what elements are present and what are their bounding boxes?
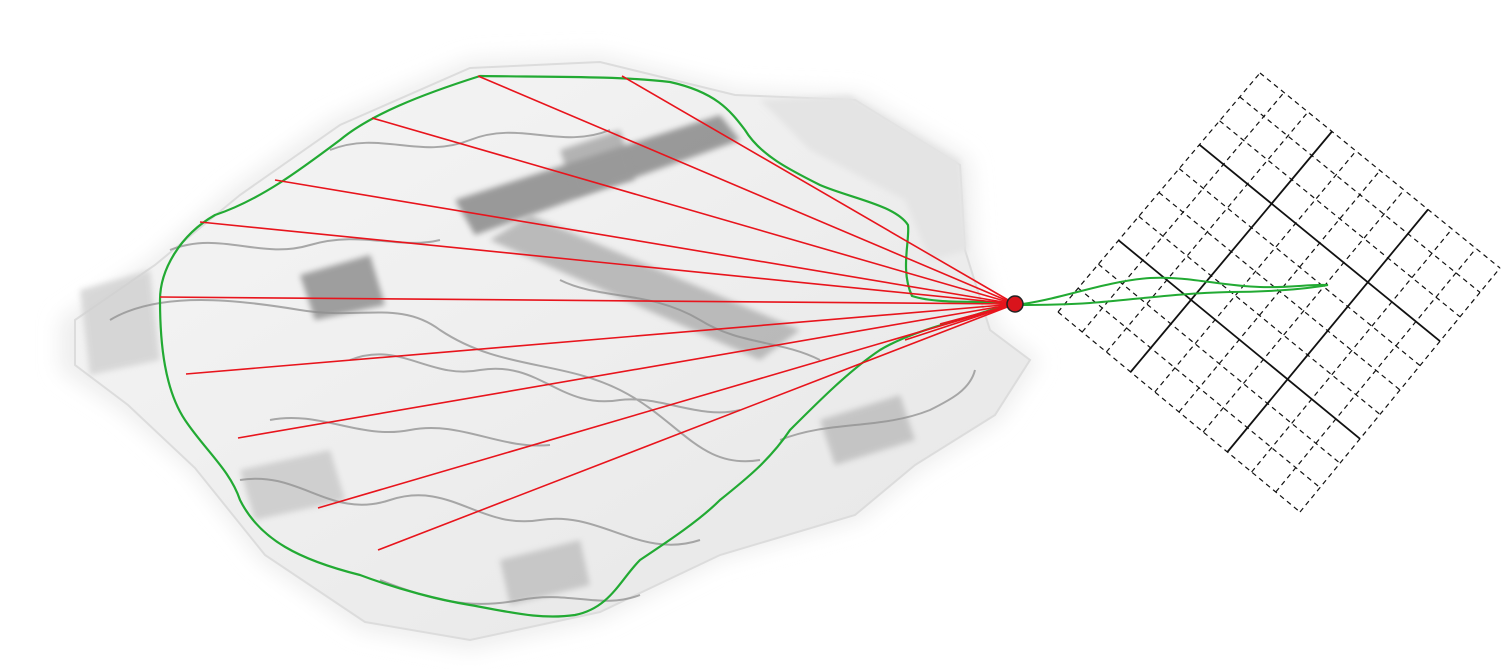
map-scan-line — [239, 477, 701, 546]
map-scan-line — [329, 129, 611, 151]
grid-line-b — [1259, 72, 1501, 269]
ray-line — [159, 296, 1016, 305]
map-corridor-dark-2 — [490, 215, 800, 360]
map-block-bottom — [500, 540, 590, 605]
trajectory-tail — [1014, 276, 1329, 306]
ray-line — [185, 303, 1016, 375]
grid-line-b — [1219, 120, 1461, 318]
map-block-left-edge — [80, 270, 160, 375]
grid-line-a — [1275, 248, 1477, 493]
ray-line — [371, 117, 1016, 305]
ray-line — [621, 75, 1016, 305]
map-scan-line — [559, 279, 821, 361]
ray-line — [904, 303, 1016, 341]
map-scan-line — [779, 369, 976, 441]
grid-line-b — [1138, 215, 1381, 415]
grid-line-a — [1202, 189, 1405, 433]
grid-lattice — [1057, 72, 1501, 513]
trajectory-boundary — [158, 74, 1014, 618]
origin-marker-icon — [1006, 295, 1024, 313]
grid-line-b — [1178, 168, 1421, 367]
map-wall-right — [760, 95, 968, 260]
grid-line-b — [1198, 144, 1441, 342]
ray-line — [939, 303, 1016, 325]
grid-line-a — [1299, 267, 1501, 513]
map-block-center — [560, 130, 635, 195]
grid-line-a — [1154, 150, 1357, 393]
ray-line — [237, 303, 1016, 439]
map-block-lower — [820, 395, 915, 465]
ray-fan — [159, 75, 1016, 551]
floor-plan-map — [60, 55, 1040, 650]
map-block-left — [300, 255, 385, 320]
map-scan-line — [109, 299, 761, 463]
map-scan-line — [269, 416, 551, 447]
ray-line — [477, 75, 1016, 305]
grid-line-a — [1226, 208, 1429, 453]
grid-line-b — [1098, 263, 1341, 464]
ray-line — [274, 179, 1016, 305]
ray-line — [199, 221, 1016, 305]
grid-line-b — [1239, 96, 1481, 293]
ray-line — [317, 303, 1016, 509]
ray-line — [377, 303, 1016, 551]
map-scan-line — [349, 353, 741, 414]
grid-line-a — [1251, 228, 1453, 473]
grid-line-a — [1105, 111, 1309, 353]
